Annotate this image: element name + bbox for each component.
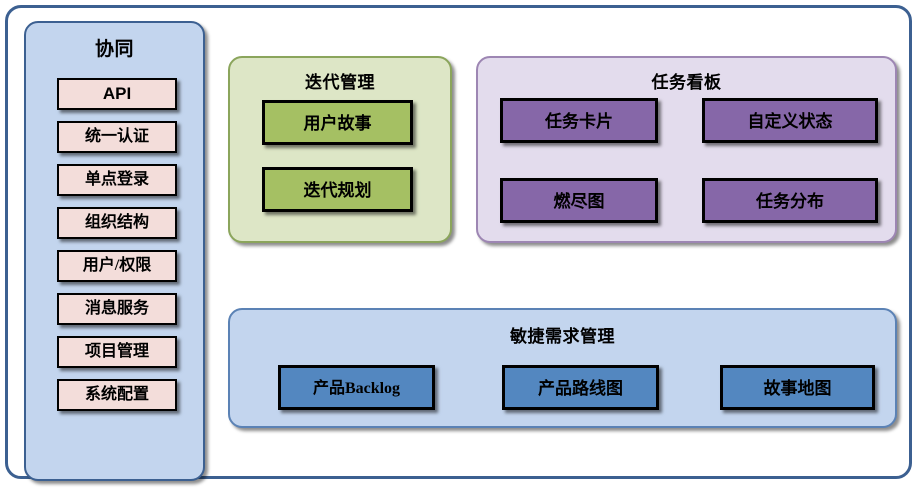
diagram-outer-frame: 协同 API 统一认证 单点登录 组织结构 用户/权限 消息服务 项目管理 系统… bbox=[5, 5, 912, 481]
taskboard-item-custom-status[interactable]: 自定义状态 bbox=[702, 98, 878, 143]
sidebar-item-system-config[interactable]: 系统配置 bbox=[57, 379, 177, 411]
agile-item-product-backlog[interactable]: 产品Backlog bbox=[278, 365, 435, 410]
collaboration-panel: 协同 API 统一认证 单点登录 组织结构 用户/权限 消息服务 项目管理 系统… bbox=[24, 21, 205, 481]
taskboard-item-burndown-chart[interactable]: 燃尽图 bbox=[500, 178, 658, 223]
agile-item-story-map[interactable]: 故事地图 bbox=[720, 365, 875, 410]
taskboard-item-task-card[interactable]: 任务卡片 bbox=[500, 98, 658, 143]
sidebar-item-message-service[interactable]: 消息服务 bbox=[57, 293, 177, 325]
task-board-panel: 任务看板 任务卡片 自定义状态 燃尽图 任务分布 bbox=[476, 56, 897, 243]
collaboration-item-list: API 统一认证 单点登录 组织结构 用户/权限 消息服务 项目管理 系统配置 bbox=[47, 78, 187, 422]
task-board-title: 任务看板 bbox=[651, 73, 722, 92]
sidebar-item-project-management[interactable]: 项目管理 bbox=[57, 336, 177, 368]
agile-requirements-title: 敏捷需求管理 bbox=[510, 327, 615, 346]
sidebar-item-api[interactable]: API bbox=[57, 78, 177, 110]
iteration-item-user-story[interactable]: 用户故事 bbox=[262, 100, 413, 145]
agile-requirements-panel: 敏捷需求管理 产品Backlog 产品路线图 故事地图 bbox=[228, 308, 897, 428]
sidebar-item-user-permission[interactable]: 用户/权限 bbox=[57, 250, 177, 282]
sidebar-item-single-sign-on[interactable]: 单点登录 bbox=[57, 164, 177, 196]
iteration-item-iteration-planning[interactable]: 迭代规划 bbox=[262, 167, 413, 212]
iteration-management-title: 迭代管理 bbox=[305, 73, 375, 92]
sidebar-item-org-structure[interactable]: 组织结构 bbox=[57, 207, 177, 239]
agile-item-product-roadmap[interactable]: 产品路线图 bbox=[502, 365, 659, 410]
collaboration-panel-title: 协同 bbox=[94, 39, 134, 60]
sidebar-item-unified-auth[interactable]: 统一认证 bbox=[57, 121, 177, 153]
taskboard-item-task-distribution[interactable]: 任务分布 bbox=[702, 178, 878, 223]
iteration-management-panel: 迭代管理 用户故事 迭代规划 bbox=[228, 56, 452, 243]
